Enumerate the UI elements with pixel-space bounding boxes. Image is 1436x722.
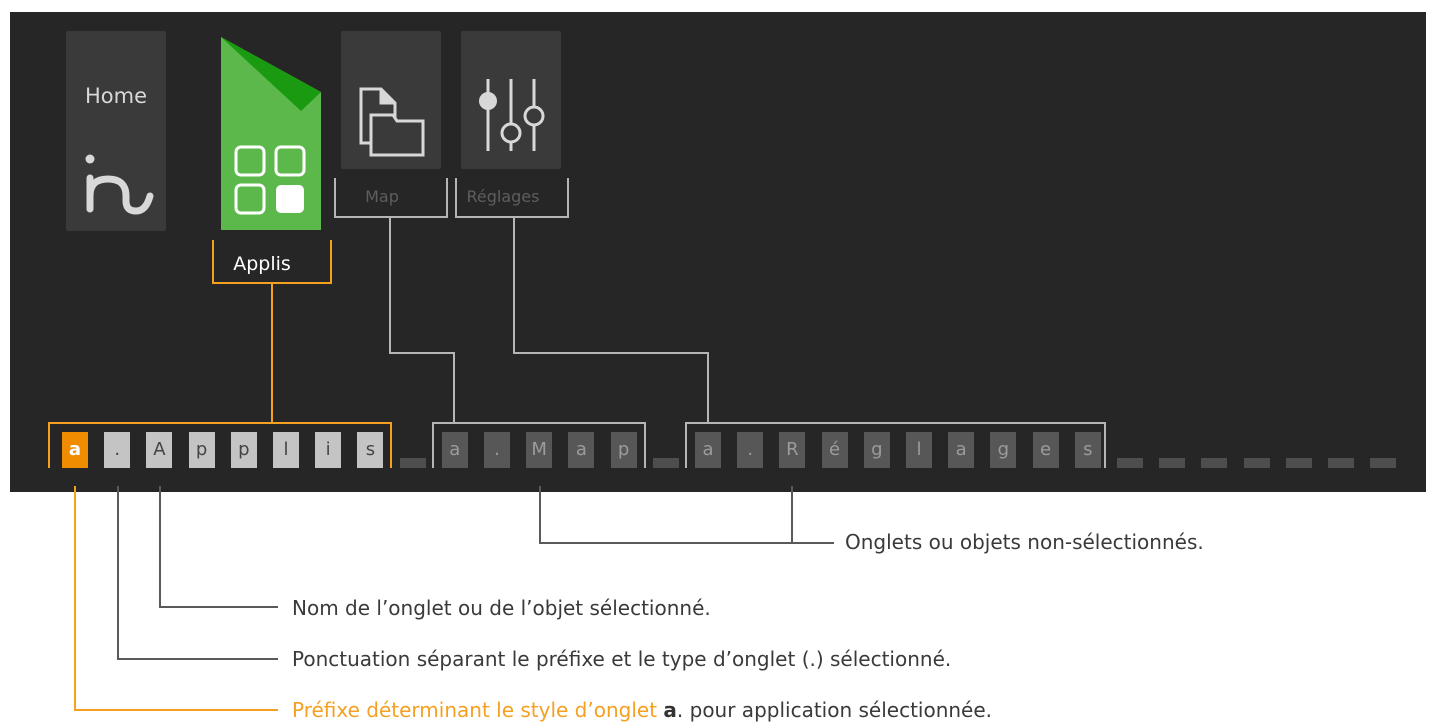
tab-cell-reglages[interactable]: g bbox=[990, 432, 1017, 468]
reglages-label: Réglages bbox=[466, 187, 540, 206]
tab-cell-reglages[interactable]: R bbox=[779, 432, 806, 468]
tab-cell-reglages[interactable]: . bbox=[737, 432, 764, 468]
tab-cell-reglages[interactable]: a bbox=[948, 432, 975, 468]
tab-cell-applis[interactable]: . bbox=[104, 432, 131, 468]
map-label: Map bbox=[365, 187, 399, 206]
tab-cell-applis[interactable]: p bbox=[230, 432, 257, 468]
tab-cell-empty[interactable] bbox=[1159, 458, 1186, 468]
tab-cell-empty[interactable] bbox=[652, 458, 679, 468]
tab-cell-applis[interactable]: A bbox=[146, 432, 173, 468]
apps-grid-icon bbox=[234, 145, 306, 215]
home-tile[interactable]: Home bbox=[66, 31, 166, 231]
tab-cell-applis[interactable]: l bbox=[273, 432, 299, 468]
tab-cell-reglages[interactable]: a bbox=[695, 432, 721, 468]
tab-cell-applis[interactable]: a bbox=[62, 432, 88, 468]
tab-cell-reglages[interactable]: e bbox=[1032, 432, 1059, 468]
applis-tile-shape bbox=[221, 37, 321, 230]
reglages-tile[interactable] bbox=[461, 31, 561, 169]
applis-tile[interactable] bbox=[221, 37, 321, 230]
sliders-icon bbox=[479, 79, 545, 151]
caption-prefix: Préfixe déterminant le style d’onglet a.… bbox=[292, 698, 992, 722]
tab-cell-empty[interactable] bbox=[1370, 458, 1397, 468]
tab-cell-map[interactable]: p bbox=[610, 432, 637, 468]
tab-cell-empty[interactable] bbox=[1328, 458, 1354, 468]
tab-cell-map[interactable]: . bbox=[484, 432, 510, 468]
caption-unselected: Onglets ou objets non-sélectionnés. bbox=[845, 530, 1204, 554]
home-label: Home bbox=[84, 84, 147, 108]
tab-cell-reglages[interactable]: é bbox=[821, 432, 848, 468]
map-tile[interactable] bbox=[341, 31, 441, 169]
tab-cell-applis[interactable]: p bbox=[188, 432, 215, 468]
tab-cell-applis[interactable]: s bbox=[357, 432, 384, 468]
tab-cell-reglages[interactable]: l bbox=[906, 432, 932, 468]
tab-cell-empty[interactable] bbox=[1243, 458, 1270, 468]
tab-cell-empty[interactable] bbox=[1201, 458, 1228, 468]
tab-cell-map[interactable]: a bbox=[568, 432, 595, 468]
caption-punctuation: Ponctuation séparant le préfixe et le ty… bbox=[292, 647, 952, 671]
caption-prefix-text: Préfixe déterminant le style d’onglet bbox=[292, 698, 664, 722]
tab-cell-reglages[interactable]: g bbox=[863, 432, 890, 468]
caption-prefix-bold: a bbox=[663, 698, 677, 722]
tab-cell-empty[interactable] bbox=[1285, 458, 1312, 468]
tab-cell-map[interactable]: a bbox=[441, 432, 468, 468]
tab-cell-reglages[interactable]: s bbox=[1074, 432, 1101, 468]
tab-cell-applis[interactable]: i bbox=[315, 432, 342, 468]
in-logo-icon bbox=[85, 154, 154, 215]
tab-cell-map[interactable]: M bbox=[526, 432, 553, 468]
folder-icon bbox=[359, 87, 425, 157]
caption-name: Nom de l’onglet ou de l’objet sélectionn… bbox=[292, 596, 711, 620]
tab-cell-empty[interactable] bbox=[1117, 458, 1143, 468]
tab-cell-empty[interactable] bbox=[399, 458, 426, 468]
caption-prefix-suffix: . pour application sélectionnée. bbox=[676, 698, 993, 722]
applis-label: Applis bbox=[233, 253, 291, 275]
